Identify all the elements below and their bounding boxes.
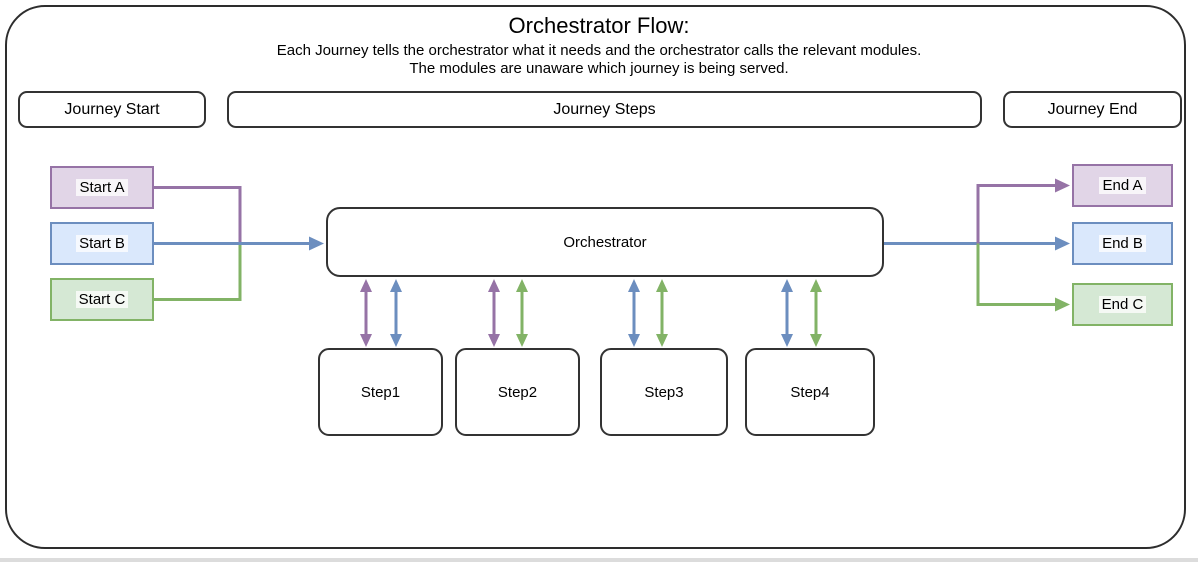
node-end-c-label: End C	[1098, 296, 1147, 313]
lane-journey-steps: Journey Steps	[227, 91, 982, 128]
node-orchestrator-label: Orchestrator	[560, 233, 650, 251]
lane-journey-steps-label: Journey Steps	[553, 100, 656, 118]
diagram-subtitle-line1: Each Journey tells the orchestrator what…	[276, 42, 922, 59]
connector-orchestrator-to-end-b	[884, 236, 1070, 251]
node-orchestrator: Orchestrator	[326, 207, 884, 277]
node-step3-label: Step3	[641, 383, 687, 401]
connector-orchestrator-to-end-c	[976, 243, 1070, 312]
lane-journey-start-label: Journey Start	[64, 100, 160, 118]
diagram-subtitle-line2: The modules are unaware which journey is…	[409, 60, 789, 77]
node-start-a: Start A	[50, 166, 154, 209]
arrow-orchestrator-step2-purple	[488, 279, 500, 347]
node-start-c-label: Start C	[75, 291, 129, 308]
arrow-orchestrator-step1-purple	[360, 279, 372, 347]
node-step4: Step4	[745, 348, 875, 436]
node-end-b: End B	[1072, 222, 1173, 265]
node-start-a-label: Start A	[76, 179, 128, 196]
lane-journey-end-label: Journey End	[1047, 100, 1138, 118]
node-step1: Step1	[318, 348, 443, 436]
node-start-c: Start C	[50, 278, 154, 321]
diagram-title: Orchestrator Flow:	[508, 13, 690, 38]
node-step4-label: Step4	[787, 383, 833, 401]
connector-start-c-merge	[154, 245, 242, 301]
node-end-c: End C	[1072, 283, 1173, 326]
arrow-orchestrator-step3-blue	[628, 279, 640, 347]
screenshot-bottom-edge	[0, 558, 1198, 562]
node-step3: Step3	[600, 348, 728, 436]
lane-journey-end: Journey End	[1003, 91, 1182, 128]
node-end-b-label: End B	[1099, 235, 1146, 252]
node-step1-label: Step1	[357, 383, 404, 401]
arrow-orchestrator-step3-green	[656, 279, 668, 347]
node-step2-label: Step2	[494, 383, 541, 401]
node-start-b: Start B	[50, 222, 154, 265]
node-end-a-label: End A	[1099, 177, 1146, 194]
arrowhead-into-orchestrator	[309, 236, 324, 251]
lane-journey-start: Journey Start	[18, 91, 206, 128]
connector-orchestrator-to-end-a	[976, 178, 1070, 244]
arrow-orchestrator-step4-green	[810, 279, 822, 347]
arrowhead-into-end-b	[1055, 236, 1070, 251]
node-start-b-label: Start B	[76, 235, 128, 252]
arrow-orchestrator-step4-blue	[781, 279, 793, 347]
arrowhead-into-end-a	[1055, 178, 1070, 193]
connector-start-b-to-orchestrator	[154, 236, 324, 251]
arrow-orchestrator-step1-blue	[390, 279, 402, 347]
node-step2: Step2	[455, 348, 580, 436]
arrow-orchestrator-step2-green	[516, 279, 528, 347]
node-end-a: End A	[1072, 164, 1173, 207]
arrowhead-into-end-c	[1055, 297, 1070, 312]
connector-start-a-merge	[154, 186, 242, 242]
